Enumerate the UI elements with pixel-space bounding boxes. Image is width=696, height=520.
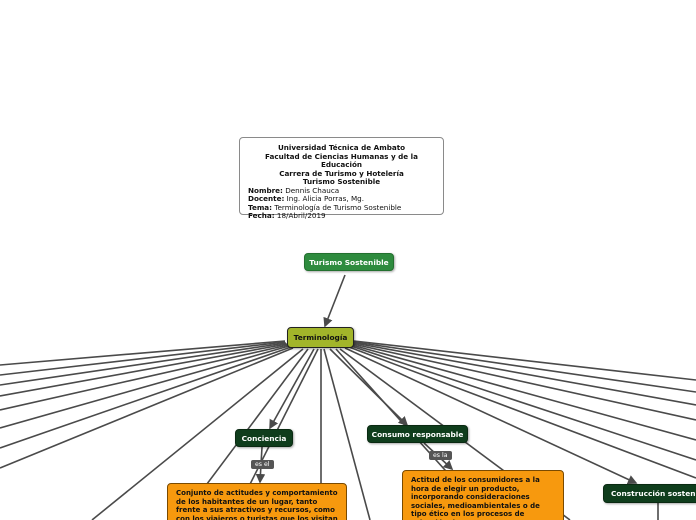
edge-right-1 (353, 340, 696, 381)
field-value: Terminología de Turismo Sostenible (274, 202, 402, 212)
description-consumo-responsable[interactable]: Actitud de los consumidores a la hora de… (402, 470, 564, 520)
node-conciencia[interactable]: Conciencia (235, 429, 293, 447)
edge-down-3 (323, 348, 371, 520)
header-info-card[interactable]: Universidad Técnica de Ambato Facultad d… (239, 137, 444, 220)
edge-left-2 (0, 341, 286, 376)
description-conciencia[interactable]: Conjunto de actitudes y comportamiento d… (167, 483, 347, 520)
field-label: Nombre: (248, 185, 283, 195)
edge-left-8 (0, 347, 294, 469)
field-nombre: Nombre: Dennis Chauca (248, 185, 435, 196)
university-title: Universidad Técnica de Ambato (277, 143, 406, 152)
node-construccion-sostenible[interactable]: Construcción sostenible (603, 484, 696, 503)
node-consumo-responsable[interactable]: Consumo responsable (367, 425, 468, 443)
edge-to-construccion (344, 347, 638, 484)
link-label-es-la[interactable]: es la (429, 451, 452, 460)
field-value: Dennis Chauca (285, 185, 340, 195)
node-terminologia[interactable]: Terminología (287, 327, 354, 348)
edge-right-5 (351, 344, 696, 441)
field-label: Docente: (248, 194, 285, 203)
field-value: Ing. Alicia Porras, Mg. (286, 194, 365, 203)
field-docente: Docente: Ing. Alicia Porras, Mg. (248, 194, 435, 204)
edge-left-9 (91, 348, 304, 520)
node-turismo-sostenible[interactable]: Turismo Sostenible (304, 253, 394, 271)
field-label: Fecha: (248, 211, 275, 220)
faculty-title: Facultad de Ciencias Humanas y de la Edu… (265, 151, 418, 169)
edge-left-1 (0, 340, 286, 366)
field-value: 18/Abril/2019 (276, 211, 326, 220)
edge-right-3 (353, 342, 696, 406)
edge-right-2 (353, 341, 696, 393)
edge-to-consumo (329, 348, 409, 427)
edge-right-6 (350, 345, 696, 461)
edge-left-3 (0, 342, 287, 386)
field-tema: Tema: Terminología de Turismo Sostenible (248, 202, 435, 213)
field-fecha: Fecha: 18/Abril/2019 (248, 211, 435, 221)
edge-left-4 (0, 343, 288, 397)
edge-right-4 (352, 343, 696, 421)
course-title: Turismo Sostenible (302, 177, 381, 186)
edge-left-7 (0, 346, 292, 449)
career-title: Carrera de Turismo y Hotelería (279, 168, 404, 178)
field-label: Tema: (248, 202, 273, 212)
edge-right-7 (348, 346, 696, 479)
edge-left-6 (0, 345, 290, 429)
link-label-es-el[interactable]: es el (251, 460, 274, 469)
edge-left-5 (0, 344, 289, 411)
edge-to-conciencia (269, 348, 315, 430)
edge-root-terminologia (323, 274, 346, 328)
